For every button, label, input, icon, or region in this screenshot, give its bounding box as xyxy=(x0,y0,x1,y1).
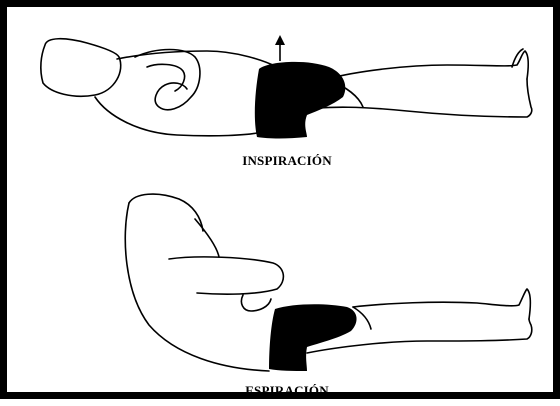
caption-inspiration: INSPIRACIÓN xyxy=(7,153,560,169)
arm-forward xyxy=(169,257,283,294)
caption-expiration: ESPIRACIÓN xyxy=(7,383,560,399)
head-outline-bottom xyxy=(129,194,203,231)
abdomen-contracted xyxy=(269,304,357,371)
hand-outline-bottom xyxy=(241,295,271,311)
leg-upper-line-bottom xyxy=(353,289,530,319)
back-curve xyxy=(125,203,269,371)
expiration-figure xyxy=(7,7,560,406)
shoulder-line xyxy=(195,219,219,257)
